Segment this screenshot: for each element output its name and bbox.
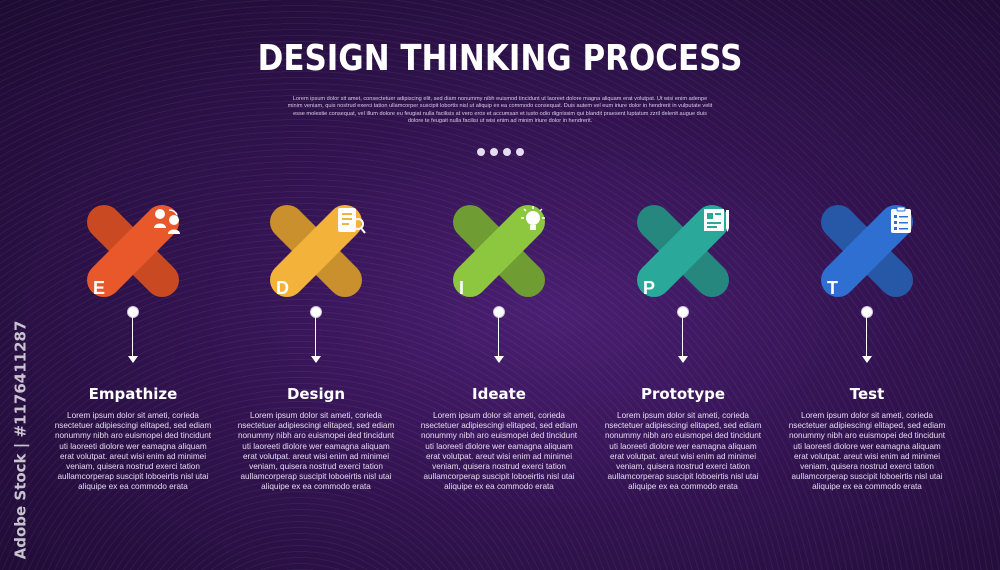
step-letter: D	[276, 278, 289, 298]
step-heading: Empathize	[88, 385, 178, 403]
connector-line	[682, 312, 683, 362]
connector-line	[866, 312, 867, 362]
arrow-down-icon	[678, 356, 688, 363]
cross-shape: P	[623, 196, 743, 306]
pagination-dots	[0, 148, 1000, 156]
lightbulb-icon	[521, 206, 545, 230]
step-letter: I	[459, 278, 465, 298]
clipboard-checklist-icon	[891, 206, 911, 233]
arrow-down-icon	[862, 356, 872, 363]
step-heading: Design	[286, 385, 346, 403]
arrow-down-icon	[494, 356, 504, 363]
cross-shape: I	[439, 196, 559, 306]
step-description: Lorem ipsum dolor sit ameti, corieda nse…	[604, 411, 762, 492]
dot	[489, 148, 498, 156]
step-heading: Prototype	[640, 385, 726, 403]
step-description: Lorem ipsum dolor sit ameti, corieda nse…	[420, 411, 578, 492]
dot	[476, 148, 485, 156]
step-description: Lorem ipsum dolor sit ameti, corieda nse…	[237, 411, 395, 492]
cross-shape: D	[256, 196, 376, 306]
checklist-search-icon	[338, 208, 366, 234]
connector-dot	[861, 306, 873, 318]
connector-line	[132, 312, 133, 362]
empathy-people-icon	[154, 209, 180, 234]
connector-line	[498, 312, 499, 362]
stock-watermark: Adobe Stock | #1176411287	[8, 320, 32, 560]
step-description: Lorem ipsum dolor sit ameti, corieda nse…	[788, 411, 946, 492]
connector-dot	[493, 306, 505, 318]
connector-dot	[677, 306, 689, 318]
step-description: Lorem ipsum dolor sit ameti, corieda nse…	[54, 411, 212, 492]
step-letter: T	[827, 278, 838, 298]
arrow-down-icon	[128, 356, 138, 363]
step-heading: Test	[849, 385, 885, 403]
step-letter: P	[643, 278, 656, 298]
cross-shape: T	[807, 196, 927, 306]
blueprint-icon	[704, 209, 729, 232]
arrow-down-icon	[311, 356, 321, 363]
step-letter: E	[93, 278, 106, 298]
intro-text: Lorem ipsum dolor sit amet, consectetuer…	[287, 96, 713, 124]
connector-dot	[310, 306, 322, 318]
step-heading: Ideate	[472, 385, 526, 403]
page-title: DESIGN THINKING PROCESS	[257, 38, 743, 79]
connector-line	[315, 312, 316, 362]
dot	[502, 148, 511, 156]
watermark-text: Adobe Stock | #1176411287	[11, 320, 30, 560]
connector-dot	[127, 306, 139, 318]
dot	[515, 148, 524, 156]
cross-shape: E	[73, 196, 193, 306]
